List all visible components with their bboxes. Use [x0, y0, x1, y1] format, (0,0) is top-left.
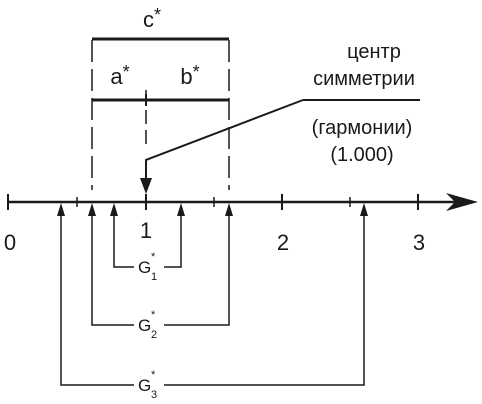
tick-label-2: 2 — [277, 230, 289, 255]
bracket-g2-sub: 2 — [151, 329, 157, 341]
bracket-g1-star: * — [151, 251, 156, 263]
bracket-g1-sub: 1 — [151, 271, 157, 283]
callout-line-2: симметрии — [313, 68, 415, 90]
tick-label-3: 3 — [413, 230, 425, 255]
bracket-g1-label-bg — [134, 252, 164, 280]
bracket-g3-label: G — [138, 376, 151, 395]
bracket-g3-star: * — [151, 369, 156, 381]
callout-line-3: (гармонии) — [312, 117, 413, 139]
bracket-g1-arrow-left — [110, 203, 118, 216]
segment-c-label: c* — [143, 5, 161, 32]
callout-line-4: (1.000) — [330, 144, 393, 166]
tick-label-1: 1 — [140, 218, 152, 243]
bracket-g3-arrow-right — [360, 203, 368, 216]
callout-arrowhead — [140, 178, 152, 194]
bracket-g3 — [60, 212, 365, 386]
callout-line-1: центр — [347, 41, 401, 63]
bracket-g2-star: * — [151, 309, 156, 321]
bracket-g3-arrow-left — [57, 203, 65, 216]
tick-label-0: 0 — [4, 230, 16, 255]
segment-a-label: a* — [110, 62, 129, 89]
axis-arrowhead — [446, 193, 478, 211]
bracket-g1-arrow-right — [177, 203, 185, 216]
bracket-g1-label: G — [138, 258, 151, 277]
bracket-g3-sub: 3 — [151, 389, 157, 401]
callout-leader — [145, 99, 304, 182]
bracket-g2-label: G — [138, 316, 151, 335]
segment-b-label: b* — [180, 62, 199, 89]
bracket-g2-arrow-right — [225, 203, 233, 216]
bracket-g2-label-bg — [134, 310, 164, 340]
bracket-g3-label-bg — [134, 370, 164, 400]
bracket-g2-arrow-left — [88, 203, 96, 216]
